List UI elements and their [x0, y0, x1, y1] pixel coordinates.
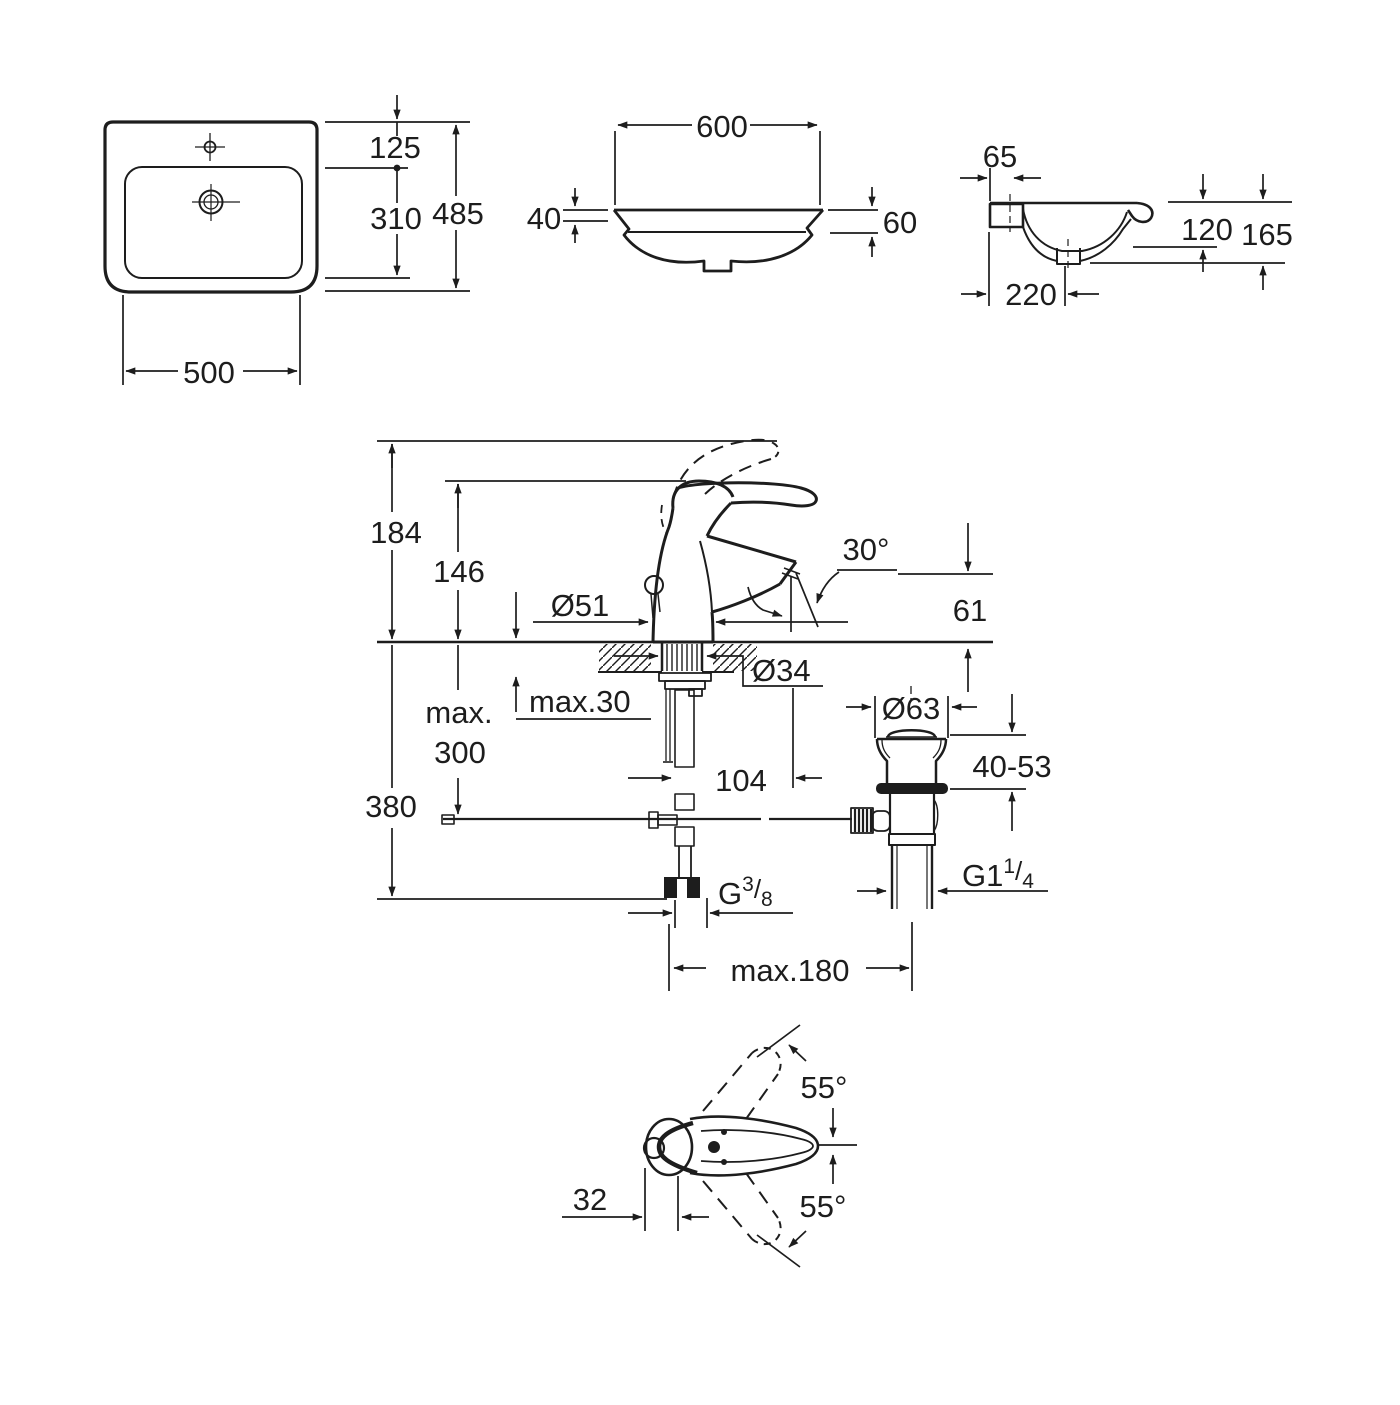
dim-label-max180: max.180 [731, 953, 850, 988]
handle-swing-dashed [702, 1024, 801, 1268]
dim-label-500: 500 [183, 355, 235, 390]
dim-label-40: 40 [527, 201, 561, 236]
dim-120: 120 [1133, 174, 1233, 272]
cartridge-housing [644, 1117, 694, 1177]
dim-label-146: 146 [433, 554, 485, 589]
bowl-underside [1022, 218, 1132, 262]
dim-60: 60 [828, 187, 917, 257]
dim-600: 600 [614, 109, 821, 205]
dim-label-184: 184 [370, 515, 422, 550]
basin-profile [612, 209, 825, 273]
dim-label-104: 104 [715, 763, 767, 798]
dim-label-40-53: 40-53 [972, 749, 1051, 784]
basin-inner-outline [124, 166, 303, 279]
pop-up-waste [850, 686, 948, 909]
dim-184: 184 [370, 443, 422, 640]
mounting-shank [658, 643, 712, 697]
sink-front-view: 600 40 60 [527, 109, 917, 273]
aerator [781, 567, 801, 580]
wall-bracket [988, 202, 1025, 229]
faucet-hole-symbol [195, 133, 225, 161]
dim-max180: max.180 [668, 922, 913, 991]
dim-34: Ø34 [614, 652, 823, 688]
dim-500: 500 [122, 295, 301, 390]
dim-65: 65 [960, 139, 1041, 201]
dim-label-300: 300 [434, 735, 486, 770]
dim-146: 146 [433, 483, 485, 640]
handle-raised-dashed [672, 438, 774, 500]
dim-label-380: 380 [365, 789, 417, 824]
dim-max300: max. 300 [425, 645, 493, 815]
dim-label-51: Ø51 [551, 588, 610, 623]
dim-51: Ø51 [533, 588, 848, 626]
dim-label-65: 65 [983, 139, 1017, 174]
dim-label-125: 125 [369, 130, 421, 165]
dim-40: 40 [527, 188, 608, 243]
dim-label-g38: G3/8 [718, 873, 773, 911]
pull-rod-knob-top [642, 1136, 666, 1160]
dim-125: 125 [369, 95, 421, 172]
dim-104: 104 [628, 688, 822, 798]
dim-label-63: Ø63 [882, 691, 941, 726]
dim-220: 220 [961, 232, 1099, 312]
handle-top-view: 55° 55° 32 [562, 1024, 857, 1268]
spout [706, 534, 798, 643]
dim-label-g114: G11/4 [962, 855, 1034, 893]
faucet-body [644, 438, 818, 644]
lever-inner-line [700, 1129, 814, 1163]
gasket [876, 783, 948, 794]
faucet-view: 30° 184 146 380 max. 300 [365, 438, 1052, 991]
dim-165: 165 [1090, 174, 1293, 290]
dim-label-61: 61 [953, 593, 987, 628]
dim-380: 380 [365, 645, 417, 897]
dim-55-upper: 55° [788, 1044, 848, 1138]
front-lip [1126, 201, 1154, 224]
dim-485: 485 [432, 124, 484, 289]
dim-30deg: 30° [747, 532, 897, 632]
dim-label-max-word: max. [425, 695, 492, 730]
pop-up-rod [441, 689, 852, 829]
counter-hatch-right [713, 644, 757, 671]
dim-label-310: 310 [370, 201, 422, 236]
dim-label-220: 220 [1005, 277, 1057, 312]
dim-label-600: 600 [696, 109, 748, 144]
bowl-inner [1022, 208, 1128, 252]
drain-hole-symbol [192, 184, 240, 221]
dim-label-55-upper: 55° [801, 1070, 848, 1105]
dim-61: 61 [953, 523, 987, 692]
dim-label-165: 165 [1241, 217, 1293, 252]
pull-rod-knob [644, 575, 664, 595]
dim-40-53: 40-53 [950, 694, 1052, 831]
lever-handle [677, 481, 818, 508]
dim-label-max30: max.30 [529, 684, 631, 719]
supply-hose [664, 689, 700, 898]
dim-label-60: 60 [883, 205, 917, 240]
dim-label-120: 120 [1181, 212, 1233, 247]
dim-label-55-lower: 55° [800, 1189, 847, 1224]
dim-label-30deg: 30° [843, 532, 890, 567]
dim-63: Ø63 [846, 691, 977, 738]
dim-55-lower: 55° [788, 1154, 847, 1248]
basin-outer-outline [103, 120, 319, 294]
dim-g114: G11/4 [857, 855, 1048, 895]
dim-label-485: 485 [432, 196, 484, 231]
dim-label-32: 32 [573, 1182, 607, 1217]
dim-label-34: Ø34 [752, 653, 811, 688]
lever-front-edge [656, 1120, 698, 1176]
dim-310: 310 [370, 168, 422, 276]
sink-top-view: 125 310 485 500 [103, 95, 484, 390]
sink-side-view: 65 220 120 165 [960, 139, 1293, 312]
lever-outline [689, 1115, 820, 1177]
knurled-knob [850, 807, 874, 834]
dim-32: 32 [562, 1168, 709, 1231]
counter-hatch-left [599, 644, 651, 671]
dim-max30: max.30 [512, 592, 651, 720]
logo-mark [708, 1141, 720, 1153]
dim-g38: G3/8 [628, 873, 793, 928]
